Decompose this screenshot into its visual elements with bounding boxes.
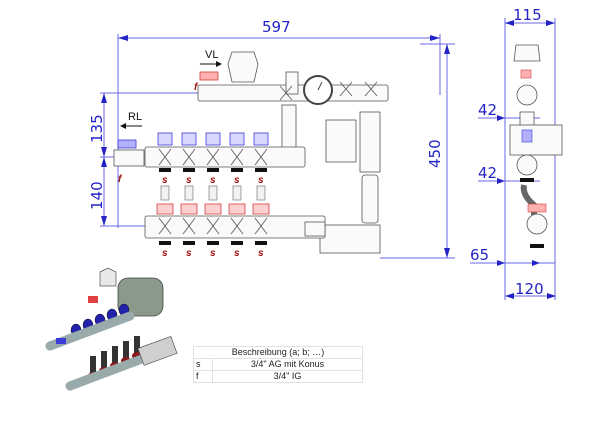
iso-flow-meter: [90, 356, 96, 374]
dim-120: 120: [515, 280, 544, 298]
supply-manifold: [144, 215, 326, 239]
dim-597: 597: [262, 18, 291, 36]
dim-65: 65: [470, 246, 489, 264]
return-cap: [157, 132, 173, 146]
rl-arrow-icon: [120, 123, 126, 129]
flow-meter: [256, 185, 266, 201]
legend-header: Beschreibung (a; b; …): [193, 346, 363, 359]
supply-cap: [228, 203, 246, 215]
mark-s: s: [258, 248, 264, 259]
outlet-seal: [183, 241, 195, 245]
mark-f-supply: f: [194, 82, 199, 93]
mark-s: s: [186, 175, 192, 186]
outlet-seal: [255, 168, 267, 172]
dimension-height: 450: [380, 43, 455, 259]
supply-line: f: [194, 51, 389, 105]
mark-s: s: [234, 175, 240, 186]
return-valve-handle: [117, 139, 137, 149]
flow-meter: [232, 185, 242, 201]
return-cap: [205, 132, 221, 146]
legend-desc: 3/4" IG: [212, 370, 363, 383]
flex-hose: [281, 104, 297, 151]
dim-135: 135: [88, 114, 106, 143]
mixing-valve-head: [227, 51, 259, 83]
mark-s: s: [162, 248, 168, 259]
supply-cap: [252, 203, 270, 215]
supply-cap: [180, 203, 198, 215]
supply-valve-handle: [199, 71, 219, 81]
outlet-seal: [159, 241, 171, 245]
mark-s: s: [210, 175, 216, 186]
valve-symbol: [206, 148, 220, 166]
dim-42-b: 42: [478, 164, 497, 182]
valve-symbol: [230, 217, 244, 235]
mark-s: s: [258, 175, 264, 186]
return-cap: [229, 132, 245, 146]
outlet-seal: [255, 241, 267, 245]
dim-140: 140: [88, 181, 106, 210]
mark-s: s: [234, 248, 240, 259]
iso-flow-meter: [112, 346, 118, 364]
flow-meter: [184, 185, 194, 201]
valve-symbol: [182, 217, 196, 235]
legend-key: s: [193, 358, 213, 371]
valve-symbol: [254, 217, 268, 235]
outlet-seal: [231, 168, 243, 172]
valve-symbol: [158, 148, 172, 166]
outlet-seal: [231, 241, 243, 245]
dim-42-a: 42: [478, 101, 497, 119]
iso-pump: [117, 277, 164, 317]
iso-flow-meter: [101, 351, 107, 369]
supply-cap: [156, 203, 174, 215]
supply-cap: [204, 203, 222, 215]
mark-s: s: [186, 248, 192, 259]
side-view: 115 42 42 65 120: [470, 6, 563, 300]
iso-flow-meter: [123, 341, 129, 359]
isometric-view: [45, 267, 178, 391]
dim-115: 115: [513, 6, 542, 24]
dimension-left: 135 140: [88, 92, 200, 227]
valve-symbol: [158, 217, 172, 235]
valve-symbol: [254, 148, 268, 166]
label-vl: VL: [205, 49, 218, 61]
vl-arrow-icon: [216, 61, 222, 67]
mark-s: s: [210, 248, 216, 259]
outlet-seal: [159, 168, 171, 172]
pump: [319, 111, 381, 254]
return-cap: [181, 132, 197, 146]
label-rl: RL: [128, 111, 142, 123]
flow-meter: [160, 185, 170, 201]
outlet-seal: [183, 168, 195, 172]
dim-450: 450: [426, 139, 444, 168]
valve-symbol: [206, 217, 220, 235]
flow-meter: [208, 185, 218, 201]
iso-flow-meter: [134, 336, 140, 354]
outlet-seal: [207, 168, 219, 172]
outlet-seal: [207, 241, 219, 245]
valve-symbol: [182, 148, 196, 166]
legend-desc: 3/4" AG mit Konus: [212, 358, 363, 371]
legend-key: f: [193, 370, 213, 383]
return-cap: [253, 132, 269, 146]
mark-s: s: [162, 175, 168, 186]
valve-symbol: [230, 148, 244, 166]
mark-f-return: f: [118, 174, 123, 185]
